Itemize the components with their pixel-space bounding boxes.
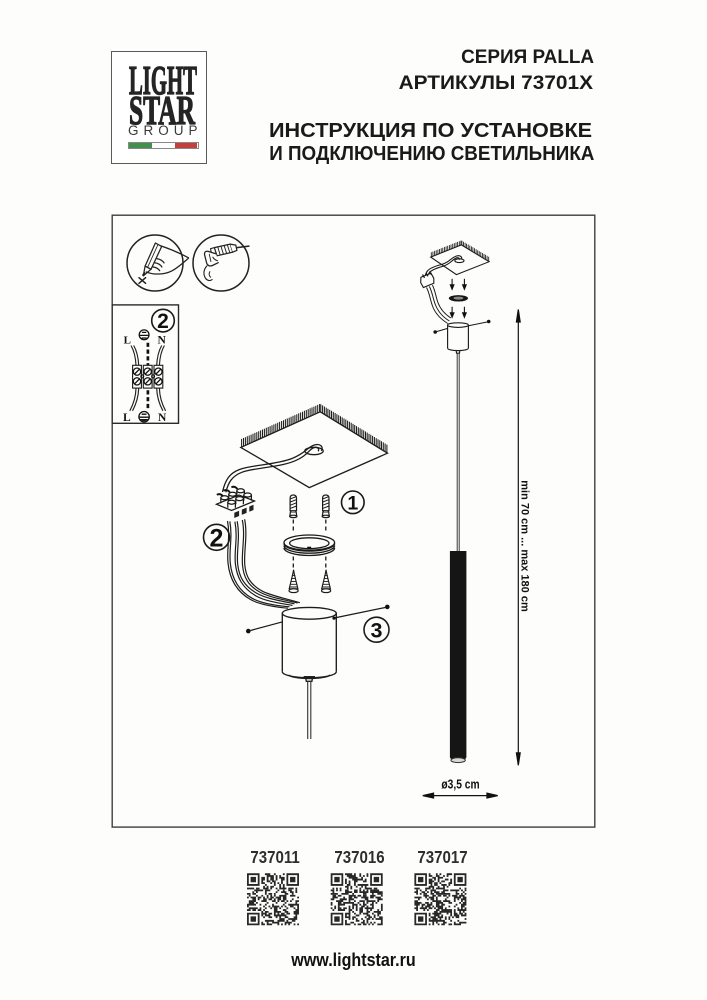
svg-text:L: L <box>123 412 131 424</box>
svg-text:L: L <box>124 335 131 347</box>
svg-text:ø3,5 cm: ø3,5 cm <box>441 779 479 792</box>
svg-text:3: 3 <box>371 618 383 642</box>
svg-text:N: N <box>158 412 167 424</box>
svg-text:2: 2 <box>210 524 224 552</box>
svg-text:2: 2 <box>157 310 169 333</box>
svg-text:1: 1 <box>347 492 358 514</box>
svg-text:N: N <box>157 335 166 347</box>
svg-text:min 70 cm ... max 180 cm: min 70 cm ... max 180 cm <box>519 480 531 612</box>
